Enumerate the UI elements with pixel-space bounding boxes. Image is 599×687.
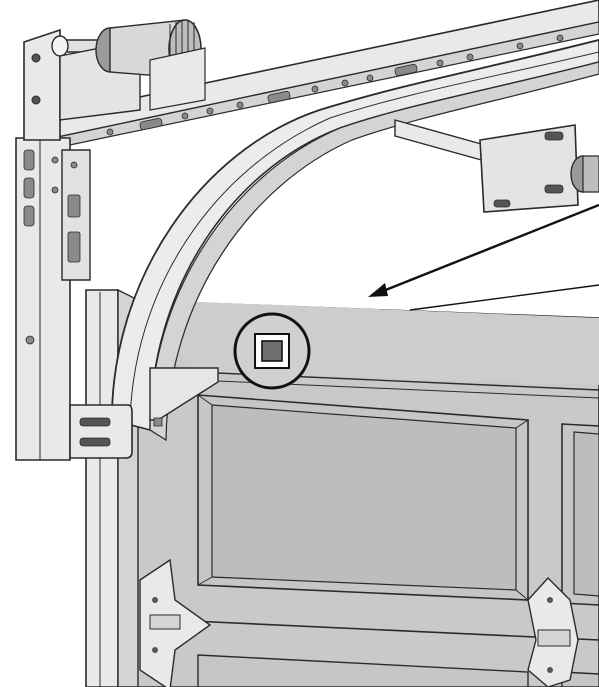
curved-track xyxy=(111,39,599,442)
angle-holes xyxy=(106,34,564,136)
center-bracket xyxy=(394,119,599,213)
callout-circle-icon xyxy=(233,312,311,390)
door-panel-left xyxy=(197,394,529,601)
bracket-bolts xyxy=(79,417,111,447)
door-panel-right xyxy=(561,423,599,606)
hinge-left xyxy=(139,558,212,687)
flag-bracket xyxy=(15,137,133,461)
door-section-seam xyxy=(169,619,599,641)
arrow-icon xyxy=(368,203,599,311)
curved-track-face xyxy=(111,39,599,432)
drum-assembly xyxy=(23,19,206,141)
door-section xyxy=(117,299,599,687)
vertical-track xyxy=(85,288,139,687)
hinge-center xyxy=(527,576,579,687)
top-roller-bracket xyxy=(149,367,219,427)
